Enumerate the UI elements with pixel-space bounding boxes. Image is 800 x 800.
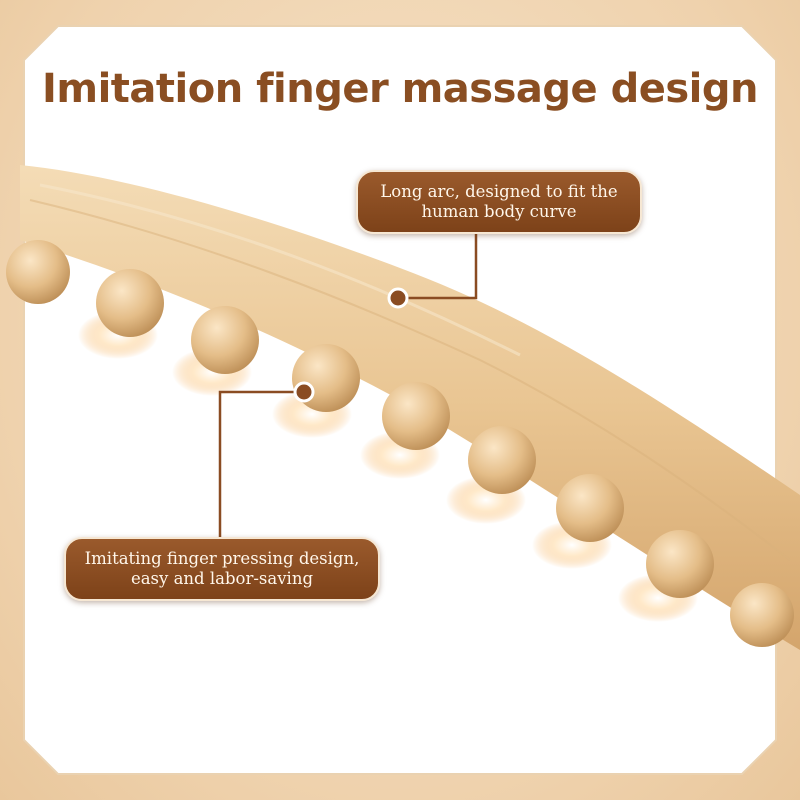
massage-ball <box>191 306 259 374</box>
callout-connector-bottom <box>218 390 304 537</box>
callout-text-line: easy and labor-saving <box>130 569 314 588</box>
massage-ball <box>730 583 794 647</box>
callout-text-line: human body curve <box>421 202 577 221</box>
massage-ball <box>96 269 164 337</box>
callout-finger-pressing: Imitating finger pressing design, easy a… <box>64 537 380 601</box>
page-title: Imitation finger massage design <box>42 66 758 112</box>
massage-ball <box>556 474 624 542</box>
callout-long-arc: Long arc, designed to fit the human body… <box>356 170 642 234</box>
callout-dot-bottom <box>293 381 315 403</box>
massage-ball <box>468 426 536 494</box>
massage-ball <box>6 240 70 304</box>
callout-text-line: Imitating finger pressing design, <box>84 549 360 568</box>
wooden-bar <box>20 165 800 650</box>
massage-ball <box>382 382 450 450</box>
callout-text-line: Long arc, designed to fit the <box>380 182 618 201</box>
massage-ball <box>646 530 714 598</box>
callout-connector-top <box>398 234 478 300</box>
massage-balls <box>6 240 794 647</box>
callout-dot-top <box>387 287 409 309</box>
